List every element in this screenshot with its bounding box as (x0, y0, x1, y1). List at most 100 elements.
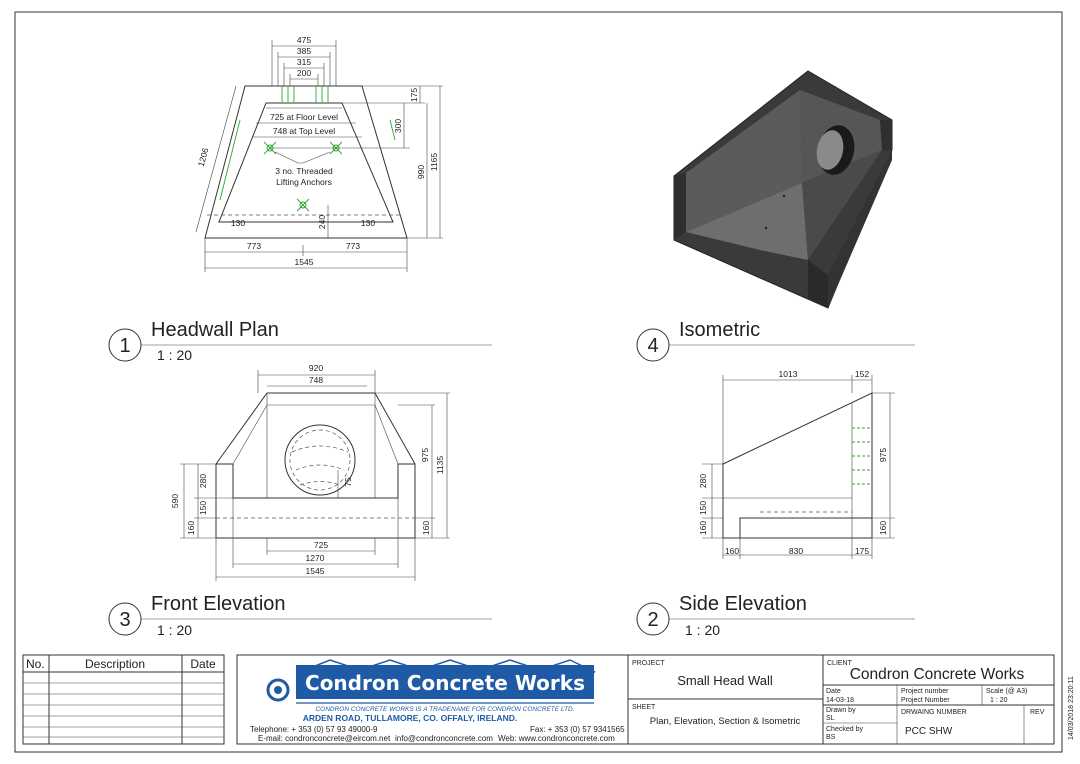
dim-130-left: 130 (231, 218, 245, 228)
dim-top-level: 748 at Top Level (273, 126, 335, 136)
rev-header-description: Description (85, 657, 145, 671)
view-scale: 1 : 20 (157, 622, 192, 638)
dim-150: 150 (198, 501, 208, 515)
front-elevation-dimensions: 920 748 975 1135 160 280 590 150 160 75 … (170, 363, 445, 576)
client-value: Condron Concrete Works (850, 666, 1025, 683)
revision-table: No. Description Date (22, 654, 225, 745)
view-title-side-elevation: 2 Side Elevation 1 : 20 (636, 593, 915, 638)
scale-label: Scale (@ A3) (986, 688, 1027, 695)
view-number: 3 (119, 609, 130, 631)
dim-1135: 1135 (435, 456, 445, 475)
sheet-border (14, 11, 1063, 753)
dim-1270: 1270 (306, 553, 325, 563)
dim-1013: 1013 (779, 369, 798, 379)
client-block: CLIENT Condron Concrete Works Date 14-03… (822, 654, 1055, 745)
dim-773-left: 773 (247, 241, 261, 251)
side-elevation-dimensions: 1013 152 975 160 280 150 160 160 830 175 (698, 369, 888, 556)
rev-header-date: Date (190, 657, 216, 671)
view-scale: 1 : 20 (685, 622, 720, 638)
anchors-label-1: 3 no. Threaded (275, 166, 333, 176)
dim-240: 240 (317, 215, 327, 229)
dim-160-left: 160 (186, 521, 196, 535)
front-elevation-drawing (180, 370, 450, 581)
dim-1545-front: 1545 (306, 566, 325, 576)
dim-200: 200 (297, 68, 311, 78)
view-title: Isometric (679, 319, 760, 341)
dim-floor-level: 725 at Floor Level (270, 112, 338, 122)
company-tagline: CONDRON CONCRETE WORKS IS A TRADENAME FO… (315, 706, 574, 713)
headwall-plan-dimensions: 475 385 315 200 725 at Floor Level 748 a… (196, 35, 439, 267)
sheet-value: Plan, Elevation, Section & Isometric (650, 716, 801, 727)
dim-280-side: 280 (698, 474, 708, 488)
headwall-plan-drawing (195, 40, 443, 272)
dim-920: 920 (309, 363, 323, 373)
dim-975: 975 (420, 448, 430, 462)
company-name: Condron Concrete Works (305, 671, 585, 695)
view-title: Side Elevation (679, 593, 807, 615)
dim-152: 152 (855, 369, 869, 379)
side-elevation-drawing (702, 375, 895, 559)
company-fax: Fax: + 353 (0) 57 9341565 (530, 725, 625, 734)
project-block: PROJECT Small Head Wall SHEET Plan, Elev… (627, 654, 824, 745)
view-title-plan: 1 Headwall Plan 1 : 20 (108, 319, 492, 363)
drawing-number-label: DRWAING NUMBER (901, 709, 967, 716)
scale-value: 1 : 20 (990, 697, 1008, 704)
view-number: 4 (647, 335, 658, 357)
project-number-label-2: Project Number (901, 697, 950, 704)
date-label: Date (826, 688, 841, 695)
drawn-by-label: Drawn by (826, 707, 856, 714)
dim-175-side: 175 (855, 546, 869, 556)
client-label: CLIENT (827, 660, 853, 667)
dim-1165: 1165 (429, 153, 439, 172)
dim-160-side-bottom: 160 (725, 546, 739, 556)
company-telephone: Telephone: + 353 (0) 57 93 49000-9 (250, 725, 378, 734)
view-number: 2 (647, 609, 658, 631)
dim-1545: 1545 (295, 257, 314, 267)
dim-385: 385 (297, 46, 311, 56)
company-address: ARDEN ROAD, TULLAMORE, CO. OFFALY, IRELA… (303, 713, 518, 723)
dim-748: 748 (309, 375, 323, 385)
company-email: E-mail: condronconcrete@eircom.net (258, 734, 391, 743)
view-title: Front Elevation (151, 593, 286, 615)
project-label: PROJECT (632, 660, 665, 667)
dim-975-side: 975 (878, 448, 888, 462)
drawn-by-value: SL (826, 715, 835, 722)
dim-130-right: 130 (361, 218, 375, 228)
dim-315: 315 (297, 57, 311, 67)
company-logo-icon (266, 659, 596, 704)
checked-by-value: BS (826, 734, 836, 741)
view-number: 1 (119, 335, 130, 357)
checked-by-label: Checked by (826, 726, 863, 733)
dim-725: 725 (314, 540, 328, 550)
isometric-view (673, 70, 893, 309)
dim-160-right: 160 (421, 521, 431, 535)
dim-160-side-right: 160 (878, 521, 888, 535)
project-number-label: Project number (901, 688, 949, 695)
dim-773-right: 773 (346, 241, 360, 251)
view-title-front-elevation: 3 Front Elevation 1 : 20 (108, 593, 492, 638)
company-block: Condron Concrete Works CONDRON CONCRETE … (236, 654, 629, 745)
dim-590: 590 (170, 494, 180, 508)
drawing-number-value: PCC SHW (905, 726, 953, 737)
dim-150-side: 150 (698, 501, 708, 515)
timestamp: 14/03/2018 23:20:11 (1068, 676, 1075, 740)
company-email-info: info@condronconcrete.com (395, 734, 493, 743)
anchors-label-2: Lifting Anchors (276, 177, 332, 187)
date-value: 14-03-18 (826, 697, 854, 704)
company-web: Web: www.condronconcrete.com (498, 734, 615, 743)
view-scale: 1 : 20 (157, 347, 192, 363)
project-value: Small Head Wall (677, 673, 773, 688)
dim-1206: 1206 (196, 146, 211, 167)
dim-75: 75 (343, 477, 353, 487)
dim-830: 830 (789, 546, 803, 556)
dim-160-side-left: 160 (698, 521, 708, 535)
dim-300: 300 (393, 119, 403, 133)
rev-label: REV (1030, 709, 1045, 716)
dim-175: 175 (409, 88, 419, 102)
dim-280: 280 (198, 474, 208, 488)
rev-header-no: No. (26, 657, 45, 671)
dim-990: 990 (416, 165, 426, 179)
dim-475: 475 (297, 35, 311, 45)
sheet-label: SHEET (632, 704, 656, 711)
